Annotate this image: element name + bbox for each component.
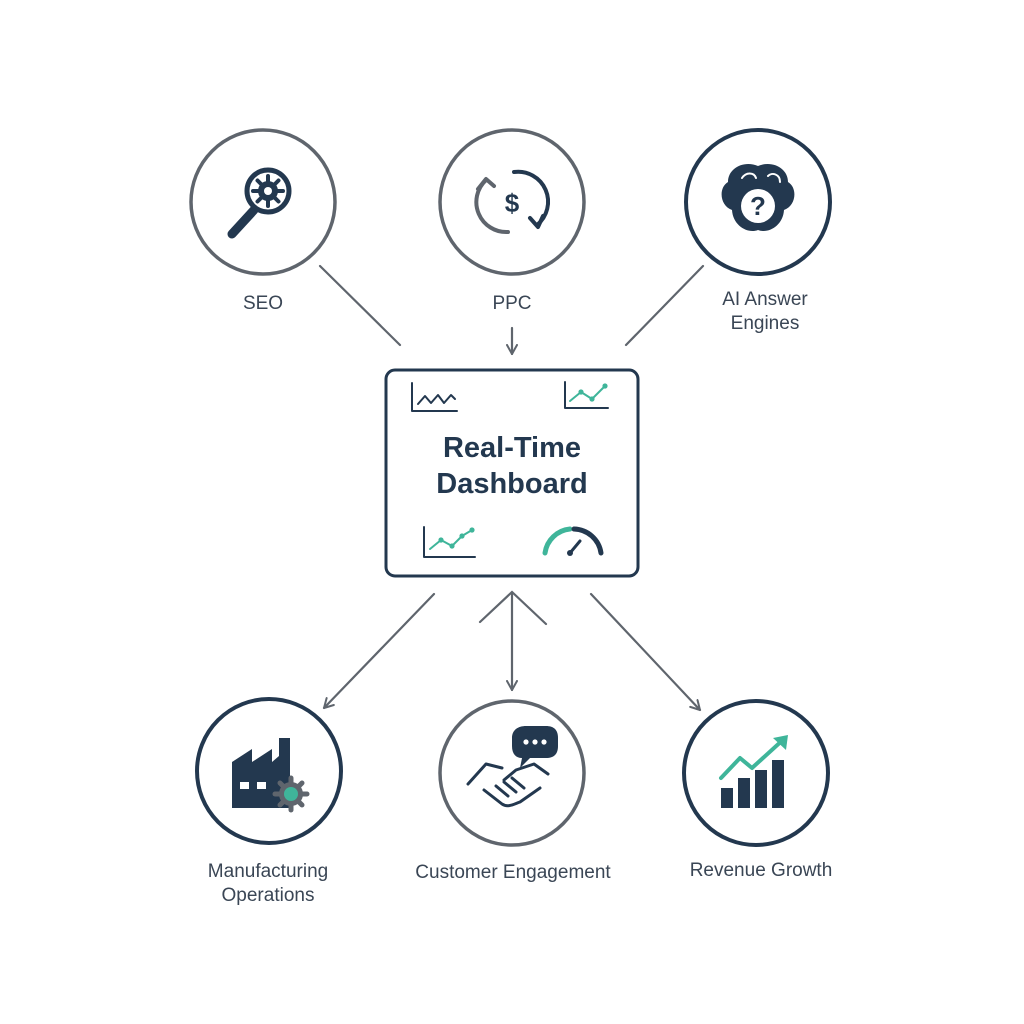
customer-engagement-label: Customer Engagement	[382, 861, 644, 885]
svg-text:?: ?	[750, 191, 766, 221]
revenue-growth-label: Revenue Growth	[671, 859, 851, 883]
ai-label-line2: Engines	[730, 313, 800, 334]
ai-label-line1: AI Answer	[722, 289, 808, 310]
dashboard-frame	[384, 368, 640, 578]
customer-engagement-node	[438, 699, 586, 847]
seo-label-text: SEO	[242, 293, 284, 314]
manufacturing-label-line1: Manufacturing	[207, 861, 329, 882]
ppc-label: PPC	[462, 292, 562, 316]
connector-ai-engines	[624, 264, 705, 347]
arrow-to-manufacturing	[322, 592, 436, 710]
arrow-tail-left	[478, 590, 548, 626]
ppc-node: $	[438, 128, 586, 276]
dollar-sign-icon: $	[505, 188, 520, 218]
brain-question-icon: ?	[721, 163, 795, 232]
ppc-label-text: PPC	[492, 293, 532, 314]
seo-label: SEO	[213, 292, 313, 316]
manufacturing-node	[195, 697, 343, 845]
ai-answer-engines-node: ?	[684, 128, 832, 276]
dashboard-title: Real-Time Dashboard	[386, 430, 638, 502]
seo-node	[189, 128, 337, 276]
connectors	[318, 264, 705, 712]
handshake-chat-icon	[466, 726, 558, 808]
customer-engagement-label-text: Customer Engagement	[415, 862, 611, 883]
dollar-cycle-icon	[474, 169, 551, 235]
bar-chart-growth-icon	[719, 735, 788, 808]
dashboard-box	[384, 368, 640, 578]
arrow-to-revenue-growth	[589, 592, 702, 712]
trend-chart-icon	[564, 381, 609, 409]
factory-gear-icon	[232, 738, 310, 813]
manufacturing-label-line2: Operations	[221, 885, 315, 906]
manufacturing-operations-label: Manufacturing Operations	[183, 860, 353, 908]
ppc-ring	[438, 128, 586, 276]
growth-chart-icon	[423, 526, 476, 558]
connector-seo	[318, 264, 402, 347]
dashboard-title-line2: Dashboard	[436, 468, 588, 500]
revenue-growth-label-text: Revenue Growth	[689, 860, 833, 881]
line-chart-icon	[411, 382, 458, 412]
ai-answer-engines-label: AI Answer Engines	[680, 288, 850, 336]
revenue-growth-node	[682, 699, 830, 847]
dashboard-title-line1: Real-Time	[442, 432, 582, 464]
magnifier-gear-icon	[227, 167, 292, 239]
gauge-icon	[542, 526, 604, 556]
